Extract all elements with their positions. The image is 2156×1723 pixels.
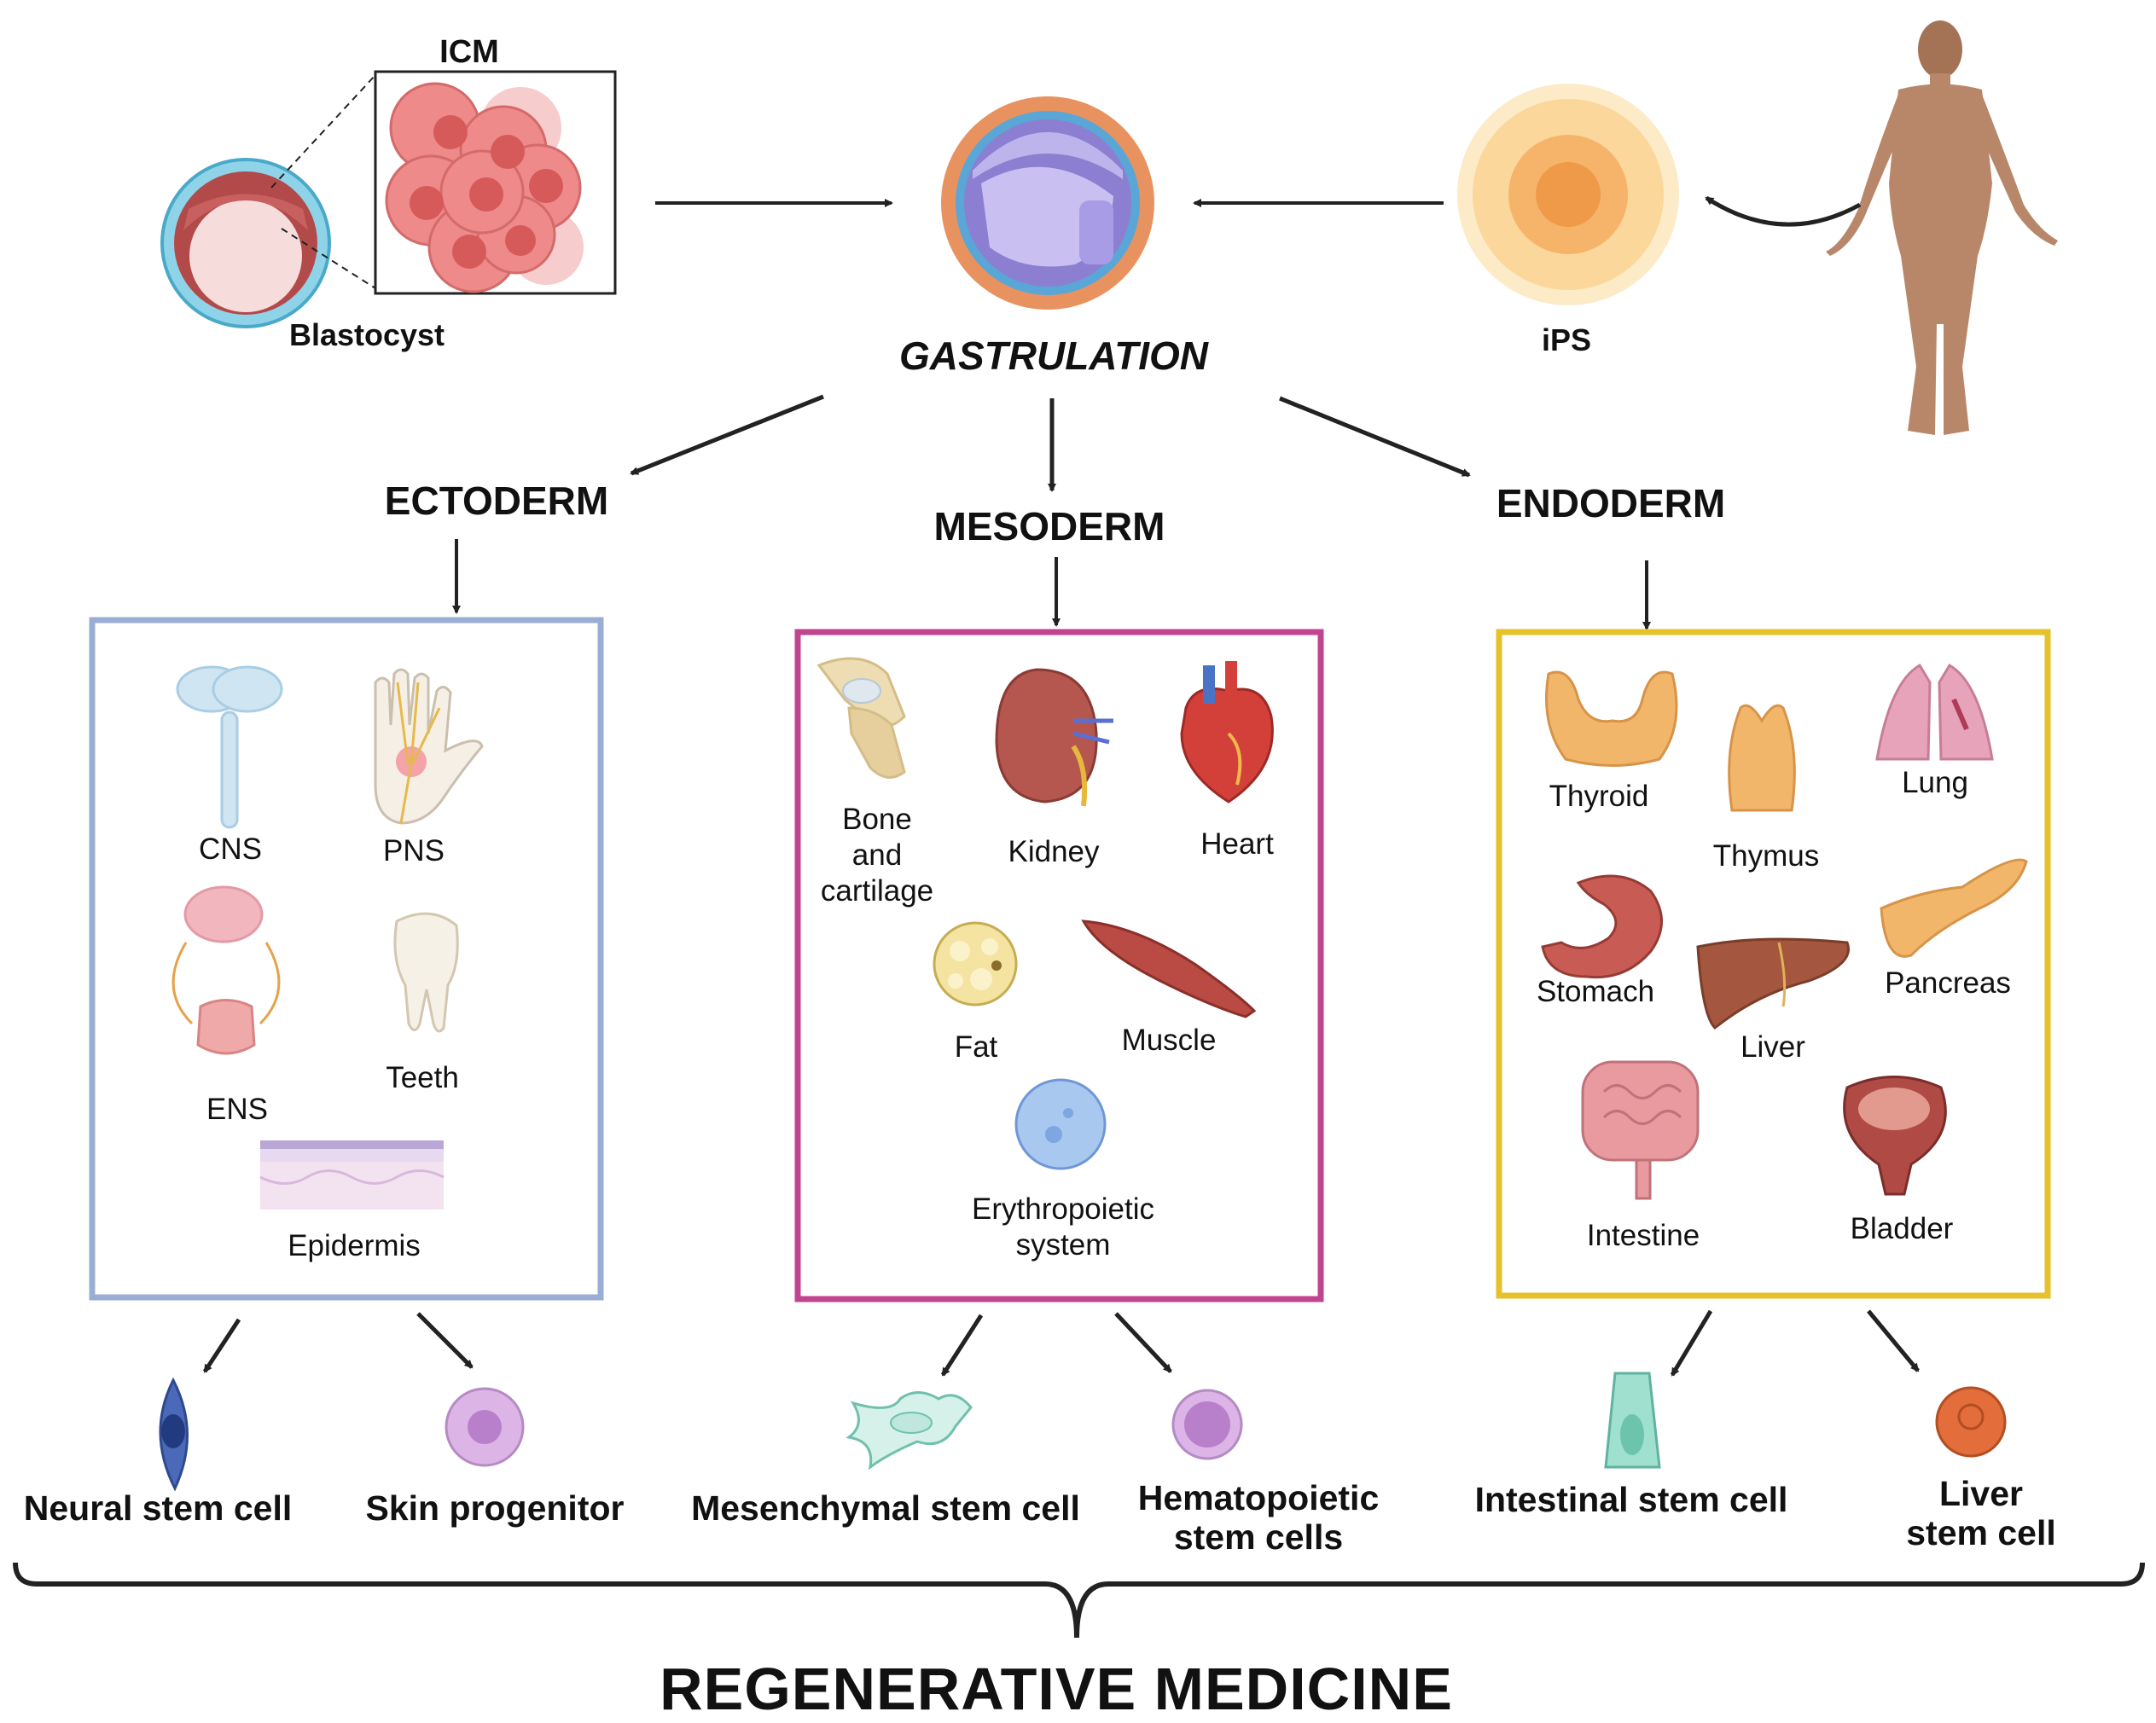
ectoderm-title: ECTODERM: [384, 479, 609, 523]
organ-label-lung: Lung: [1902, 766, 1968, 799]
intestinal-cell-icon: [1604, 1372, 1661, 1469]
thyroid-icon: [1545, 670, 1678, 767]
arrow-skin: [416, 1312, 474, 1369]
stem-cell-label-neural: Neural stem cell: [23, 1488, 293, 1528]
organ-label-bone: Bone and cartilage: [820, 803, 934, 908]
organ-label-pancreas: Pancreas: [1885, 966, 2011, 1000]
organ-label-heart: Heart: [1200, 827, 1274, 861]
organ-label-liver: Liver: [1740, 1030, 1805, 1064]
stem-cell-label-hematopoietic: Hematopoietic stem cells: [1137, 1478, 1380, 1557]
heart-icon: [1180, 661, 1274, 803]
tooth-icon: [393, 912, 459, 1033]
zoom-line-top: [270, 74, 376, 189]
arrow-hematopoietic: [1114, 1312, 1172, 1373]
organ-label-teeth: Teeth: [386, 1061, 459, 1094]
liver-icon: [1696, 937, 1850, 1030]
arrow-neural: [202, 1318, 241, 1373]
organ-label-thyroid: Thyroid: [1549, 780, 1649, 813]
zoom-line-bottom: [281, 228, 376, 289]
organ-label-fat: Fat: [954, 1030, 998, 1064]
ips-label: iPS: [1541, 322, 1592, 357]
thymus-icon: [1728, 704, 1796, 812]
icm-label: ICM: [439, 34, 499, 70]
organ-label-erythropoietic: Erythropoietic system: [972, 1192, 1154, 1262]
organ-label-ens: ENS: [206, 1093, 268, 1126]
arrow-to-endoderm: [1279, 396, 1471, 478]
kidney-icon: [995, 668, 1113, 807]
blood-cell-icon: [1014, 1078, 1107, 1170]
mesoderm-title: MESODERM: [933, 504, 1165, 548]
stem-cell-label-skin: Skin progenitor: [365, 1488, 625, 1528]
organ-label-kidney: Kidney: [1008, 835, 1100, 868]
gastrula-icon: [941, 96, 1154, 310]
arrow-mesenchymal: [940, 1314, 984, 1377]
organ-label-pns: PNS: [383, 834, 445, 867]
stem-cell-label-mesenchymal: Mesenchymal stem cell: [691, 1488, 1080, 1528]
pancreas-icon: [1880, 858, 2028, 958]
ips-cluster-icon: [1457, 84, 1679, 305]
arrow-intestinal: [1670, 1309, 1713, 1377]
hand-nerves-icon: [374, 668, 484, 825]
stem-cell-label-intestinal: Intestinal stem cell: [1474, 1480, 1788, 1519]
organ-label-thymus: Thymus: [1712, 839, 1820, 873]
organ-label-muscle: Muscle: [1121, 1024, 1217, 1057]
muscle-icon: [1081, 920, 1257, 1018]
blastocyst-icon: [160, 158, 331, 328]
organ-label-epidermis: Epidermis: [288, 1229, 421, 1262]
human-body-icon: [1826, 20, 2058, 435]
arrow-liver: [1867, 1309, 1920, 1372]
organ-label-intestine: Intestine: [1586, 1219, 1700, 1252]
gastrulation-label: GASTRULATION: [898, 334, 1209, 378]
skin-progenitor-icon: [445, 1387, 525, 1467]
brain-gut-icon: [171, 885, 281, 1055]
cns-icon: [176, 665, 283, 829]
arrow-to-ectoderm: [630, 394, 824, 476]
intestine-icon: [1581, 1060, 1700, 1200]
regenerative-brace: [13, 1562, 2145, 1639]
liver-cell-icon: [1935, 1386, 2007, 1458]
footer-title: REGENERATIVE MEDICINE: [660, 1656, 1453, 1722]
fat-cell-icon: [933, 921, 1018, 1007]
skin-layer-icon: [259, 1140, 445, 1210]
endoderm-box: [1496, 629, 2051, 1299]
knee-joint-icon: [816, 657, 906, 779]
neural-stem-cell-icon: [159, 1377, 189, 1492]
reprogram-arrow: [1705, 195, 1862, 227]
ectoderm-box: [89, 617, 604, 1301]
mesenchymal-cell-icon: [846, 1391, 973, 1471]
icm-cells-icon: [385, 82, 584, 293]
blastocyst-label: Blastocyst: [288, 317, 445, 352]
hematopoietic-cell-icon: [1171, 1389, 1243, 1460]
organ-label-bladder: Bladder: [1850, 1212, 1954, 1245]
organ-label-stomach: Stomach: [1536, 975, 1655, 1008]
organ-label-cns: CNS: [199, 832, 262, 866]
mesoderm-box: [794, 629, 1324, 1302]
stem-cell-label-liver: Liver stem cell: [1906, 1474, 2056, 1552]
stomach-icon: [1541, 874, 1663, 979]
endoderm-title: ENDODERM: [1496, 481, 1726, 525]
bladder-icon: [1843, 1076, 1947, 1196]
lung-icon: [1875, 663, 1994, 761]
